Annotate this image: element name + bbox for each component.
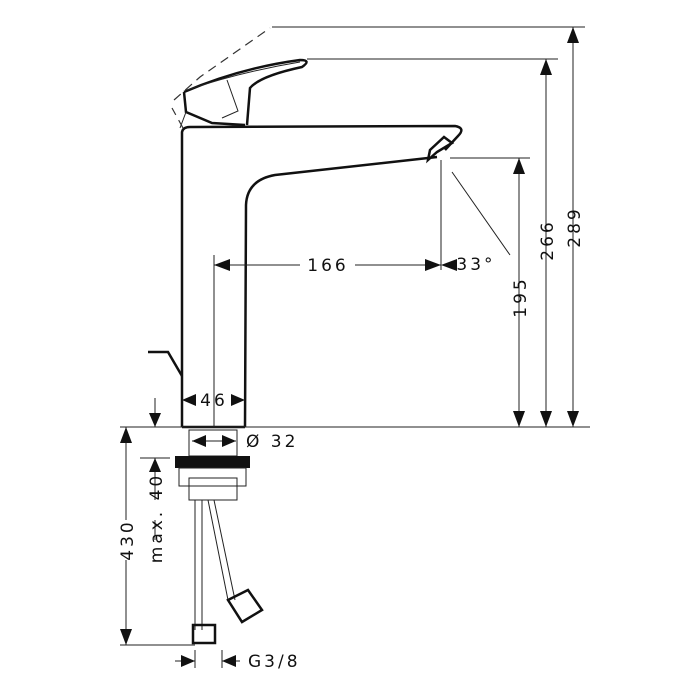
dimension-max-thickness: max. 40 bbox=[147, 473, 167, 563]
dimension-total-height: 289 bbox=[565, 206, 585, 247]
drain-lever bbox=[148, 350, 184, 377]
dimension-spout-height: 195 bbox=[511, 276, 531, 317]
mounting-assembly bbox=[175, 429, 264, 645]
hose-connector bbox=[191, 623, 217, 645]
aerator bbox=[426, 135, 455, 164]
dimension-spout-reach: 166 bbox=[307, 256, 348, 276]
lever-open-position bbox=[171, 27, 271, 129]
dimension-thread-diameter: Ø 32 bbox=[246, 432, 298, 452]
dimension-handle-height: 266 bbox=[538, 219, 558, 260]
dimension-hose-length: 430 bbox=[118, 519, 138, 560]
dimension-spout-angle: 33° bbox=[456, 255, 495, 275]
extension-lines bbox=[120, 26, 590, 668]
dimension-lines bbox=[120, 27, 579, 667]
faucet-body bbox=[180, 124, 463, 429]
lever-handle bbox=[179, 58, 308, 129]
dimension-body-width: 46 bbox=[200, 391, 228, 411]
dimension-connection: G3/8 bbox=[248, 652, 301, 672]
hose-connector bbox=[226, 588, 264, 624]
